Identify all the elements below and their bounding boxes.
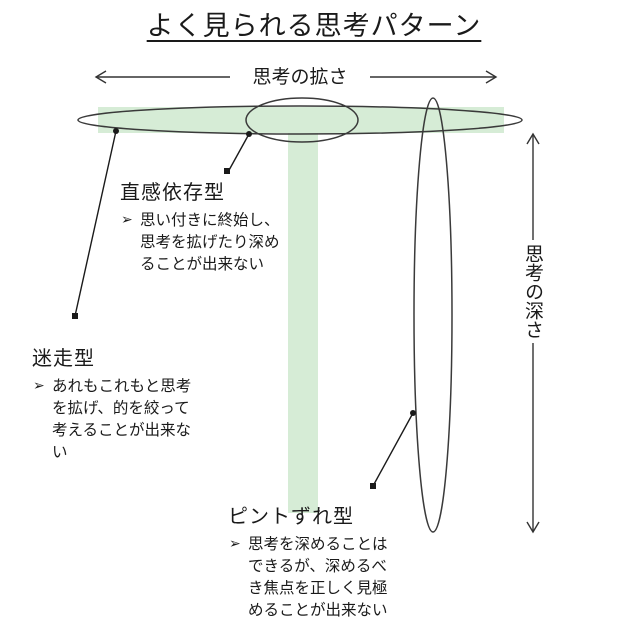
type-intuition-name: 直感依存型 [120, 180, 225, 204]
bullet-line: 考えることが出来な [52, 421, 192, 439]
triangle-right-icon: ➢ [229, 536, 241, 552]
bullet-line: を拡げ、的を絞って [52, 399, 190, 417]
tall-ellipse [413, 97, 453, 533]
wide-ellipse [77, 105, 523, 135]
leader-line-offfocus [370, 410, 416, 489]
bullet-line: 思考を拡げたり深め [140, 233, 280, 251]
page-title-text: よく見られる思考パターン [146, 11, 482, 42]
small-ellipse [245, 97, 359, 143]
type-offfocus-name: ピントずれ型 [228, 504, 354, 528]
type-offfocus-block: ピントずれ型 ➢ 思考を深めることは できるが、深めるべ き焦点を正しく見極 め… [228, 500, 448, 621]
bullet-line: あれもこれもと思考 [52, 377, 192, 395]
bullet-line: 思考を深めることは [248, 535, 388, 553]
depth-axis-label: 思考の深さ [516, 240, 550, 343]
leader-line-intuition [224, 131, 252, 174]
type-intuition-bullet: ➢ 思い付きに終始し、 思考を拡げたり深め ることが出来ない [120, 209, 340, 275]
triangle-right-icon: ➢ [121, 212, 133, 228]
t-shape-vertical-stem [288, 133, 318, 513]
type-wander-block: 迷走型 ➢ あれもこれもと思考 を拡げ、的を絞って 考えることが出来な い [32, 342, 247, 463]
breadth-axis-label: 思考の拡さ [230, 62, 370, 89]
bullet-line: ることが出来ない [140, 255, 265, 273]
t-shape-horizontal-bar [98, 107, 504, 133]
type-wander-bullet: ➢ あれもこれもと思考 を拡げ、的を絞って 考えることが出来な い [32, 375, 247, 463]
page-title: よく見られる思考パターン [0, 4, 628, 43]
bullet-line: い [52, 443, 68, 461]
type-wander-name: 迷走型 [32, 346, 95, 370]
type-offfocus-bullet: ➢ 思考を深めることは できるが、深めるべ き焦点を正しく見極 めることが出来な… [228, 533, 448, 621]
triangle-right-icon: ➢ [33, 378, 45, 394]
bullet-line: 思い付きに終始し、 [140, 211, 280, 229]
leader-line-wander [72, 128, 119, 319]
bullet-line: めることが出来ない [248, 601, 388, 619]
type-intuition-block: 直感依存型 ➢ 思い付きに終始し、 思考を拡げたり深め ることが出来ない [120, 176, 340, 275]
bullet-line: できるが、深めるべ [248, 557, 387, 575]
bullet-line: き焦点を正しく見極 [248, 579, 388, 597]
